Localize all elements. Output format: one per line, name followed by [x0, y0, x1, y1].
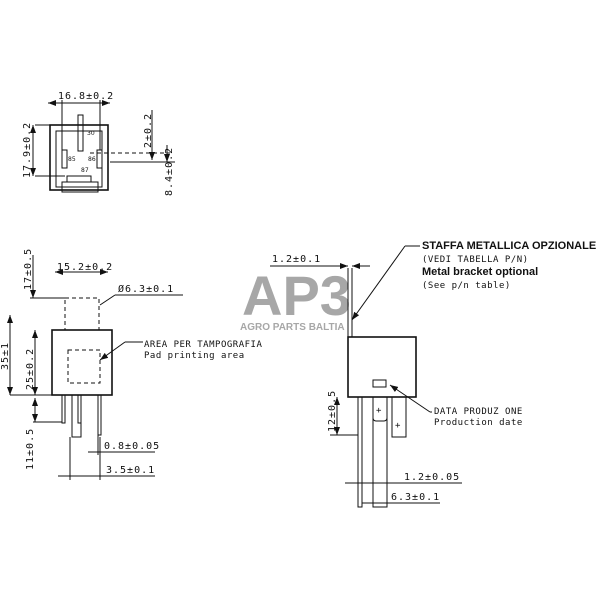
dimension-pin-length: 11±0.5	[25, 428, 36, 470]
pin-label: 30	[87, 130, 95, 137]
relay-outline-top	[49, 124, 109, 191]
pin-label: 86	[88, 156, 96, 163]
dimension-width: 15.2±0.2	[57, 262, 113, 273]
bracket-note-en: Metal bracket optional	[422, 266, 538, 278]
pin-crosshair-icon: +	[395, 421, 401, 431]
print-area-note-it: AREA PER TAMPOGRAFIA	[144, 340, 262, 350]
dimension-body-height: 25±0.2	[25, 348, 36, 390]
print-area-note-en: Pad printing area	[144, 351, 245, 361]
dimension-total-height: 35±1	[0, 342, 11, 370]
pin-85	[61, 149, 68, 169]
dimension-height: 17.9±0.2	[22, 122, 33, 178]
dimension-bracket-height: 17±0.5	[23, 248, 34, 290]
pin-87	[66, 175, 92, 183]
pin-30	[77, 114, 84, 152]
dimension-pin-height: 12±0.5	[327, 390, 338, 432]
bracket-note-it: STAFFA METALLICA OPZIONALE	[422, 240, 596, 252]
date-stamp	[372, 379, 387, 388]
optional-bracket-outline	[64, 297, 100, 331]
watermark-logo: AP3	[242, 264, 351, 327]
pad-printing-area	[67, 349, 101, 384]
bracket-note-en-sub: (See p/n table)	[422, 281, 511, 291]
pin-crosshair-icon: +	[376, 406, 382, 416]
pin-label: 87	[81, 167, 89, 174]
front-view: 1.2±0.1 STAFFA METALLICA OPZIONALE (VEDI…	[270, 240, 596, 508]
relay-body-side	[51, 329, 113, 396]
dimension-hole: Ø6.3±0.1	[118, 283, 174, 295]
dimension-pin-thickness: 1.2±0.05	[404, 472, 460, 483]
pin-label: 85	[68, 156, 76, 163]
top-view: 30 85 86 87 16.8±0.2 17.9±0.2 2±0.2 8.4±…	[22, 91, 175, 196]
date-note-it: DATA PRODUZ ONE	[434, 407, 523, 417]
dimension-offset-a: 2±0.2	[143, 113, 154, 148]
bracket-note-it-sub: (VEDI TABELLA P/N)	[422, 255, 529, 265]
watermark: AP3 AGRO PARTS BALTIA	[240, 264, 351, 333]
dimension-pin-width: 6.3±0.1	[391, 492, 440, 503]
date-note-en: Production date	[434, 418, 523, 428]
dimension-bracket-thickness: 1.2±0.1	[272, 254, 321, 265]
dimension-offset-b: 8.4±0.2	[164, 147, 175, 196]
watermark-name: AGRO PARTS BALTIA	[240, 322, 345, 333]
dimension-pin-pitch: 3.5±0.1	[106, 465, 155, 476]
dimension-pin-thickness: 0.8±0.05	[104, 441, 160, 452]
side-view: 15.2±0.2 Ø6.3±0.1 17±0.5 35±1 25±0.2 11±…	[0, 248, 262, 480]
relay-body-front	[347, 336, 417, 398]
dimension-width: 16.8±0.2	[58, 91, 114, 102]
